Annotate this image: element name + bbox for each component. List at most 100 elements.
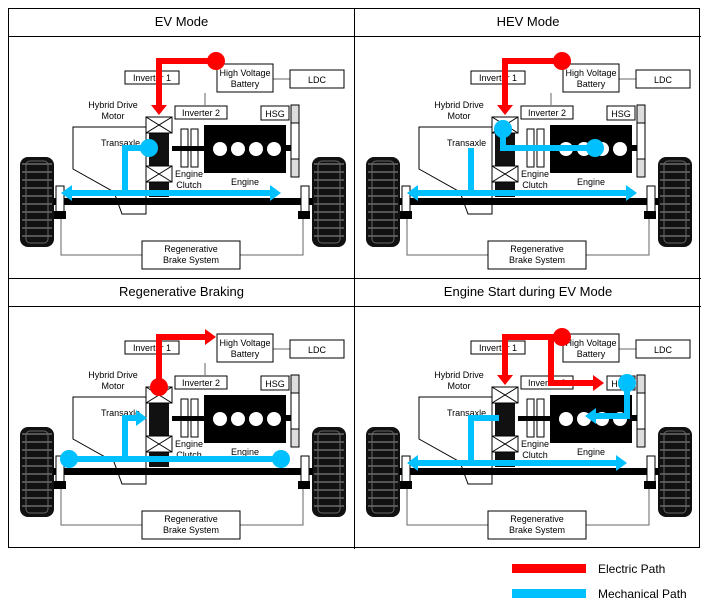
inverter2-label: Inverter 2 xyxy=(182,108,220,118)
electric-path-start-dot xyxy=(207,52,225,70)
electric-path-arrowhead xyxy=(151,105,167,115)
transaxle-label: Transaxle xyxy=(447,138,486,148)
electric-path-start-dot xyxy=(553,52,571,70)
brake-system-box xyxy=(141,510,241,540)
brake-label-line2: Brake System xyxy=(163,525,219,535)
left-brake-caliper xyxy=(54,211,66,219)
right-brake-caliper xyxy=(298,481,310,489)
engine-label: Engine xyxy=(577,177,605,187)
engine-cylinder-3 xyxy=(249,142,263,156)
brake-label-line1: Regenerative xyxy=(510,514,564,524)
left-wheel xyxy=(366,157,400,247)
electric-path-start-dot xyxy=(150,378,168,396)
inverter2-box xyxy=(174,375,228,390)
battery-box xyxy=(562,333,620,363)
ldc-label: LDC xyxy=(308,75,327,85)
left-wheel xyxy=(20,157,54,247)
battery-label-line1: High Voltage xyxy=(565,68,616,78)
electric-path-battery-to-motor xyxy=(156,58,216,105)
panel-title: Engine Start during EV Mode xyxy=(355,279,701,307)
engine-cylinder-1 xyxy=(213,412,227,426)
motor-label-line1: Hybrid Drive xyxy=(434,100,484,110)
panel-title: EV Mode xyxy=(9,9,354,37)
hsg-pulley-top xyxy=(636,374,646,394)
inverter1-label: Inverter 1 xyxy=(479,343,517,353)
hsg-label: HSG xyxy=(611,109,631,119)
brake-wire-left xyxy=(406,484,488,526)
mechanical-path-hsg-to-engine xyxy=(595,383,630,419)
motor-label-line2: Motor xyxy=(447,111,470,121)
motor-upper-x2 xyxy=(491,386,519,404)
drive-axle xyxy=(53,468,313,475)
brake-system-box xyxy=(487,510,587,540)
brake-wire-right xyxy=(585,484,650,526)
clutch-shaft xyxy=(518,416,550,421)
brake-wire-right xyxy=(239,214,304,256)
hsg-pulley-bottom xyxy=(290,158,300,178)
brake-label-line1: Regenerative xyxy=(164,514,218,524)
hsg-pulley-bottom xyxy=(636,158,646,178)
electric-path-battery-to-motor xyxy=(502,58,562,105)
engine-cylinder-1 xyxy=(213,142,227,156)
hsg-label: HSG xyxy=(265,379,285,389)
motor-lower-x2 xyxy=(145,165,173,183)
left-wheel xyxy=(20,427,54,517)
engine-clutch-label-line2: Clutch xyxy=(522,180,548,190)
motor-lower-x2 xyxy=(145,435,173,453)
clutch-shaft xyxy=(172,416,204,421)
drive-axle xyxy=(399,468,659,475)
inverter1-box xyxy=(470,340,526,355)
right-brake-caliper xyxy=(644,211,656,219)
motor-label-line2: Motor xyxy=(101,111,124,121)
engine-cylinder-4 xyxy=(267,142,281,156)
electric-path-battery-to-motor xyxy=(502,334,562,375)
brake-label-line2: Brake System xyxy=(509,255,565,265)
panel-title: HEV Mode xyxy=(355,9,701,37)
transaxle-label: Transaxle xyxy=(101,138,140,148)
mechanical-arrowhead-right xyxy=(626,185,637,201)
right-wheel xyxy=(312,157,346,247)
engine-clutch-label-line1: Engine xyxy=(175,169,203,179)
mechanical-path-engine-arrowhead xyxy=(585,408,596,424)
inverter1-box xyxy=(124,340,180,355)
hsg-pulley-top xyxy=(636,104,646,124)
legend-electric-label: Electric Path xyxy=(598,562,666,576)
motor-label-line2: Motor xyxy=(101,381,124,391)
left-brake-caliper xyxy=(54,481,66,489)
left-brake-caliper xyxy=(400,211,412,219)
mechanical-path-right-dot xyxy=(272,450,290,468)
brake-wire-left xyxy=(406,214,488,256)
engine-clutch-label-line2: Clutch xyxy=(176,180,202,190)
battery-box xyxy=(216,63,274,93)
brake-label-line2: Brake System xyxy=(509,525,565,535)
engine-clutch-label-line1: Engine xyxy=(521,439,549,449)
drive-axle xyxy=(53,198,313,205)
mechanical-arrowhead-left xyxy=(61,185,72,201)
mechanical-path-arrowhead xyxy=(136,410,147,426)
inverter2-box xyxy=(174,105,228,120)
mechanical-path-left-dot xyxy=(60,450,78,468)
inverter2-label: Inverter 2 xyxy=(528,108,566,118)
battery-box xyxy=(562,63,620,93)
engine-cylinder-2 xyxy=(231,412,245,426)
motor-label-line2: Motor xyxy=(447,381,470,391)
left-wheel xyxy=(366,427,400,517)
mechanical-path-to-motor xyxy=(122,415,137,459)
hsg-pulley-bottom xyxy=(636,428,646,448)
right-wheel xyxy=(658,157,692,247)
motor-upper-x2 xyxy=(145,116,173,134)
panel-engine-start: Engine Start during EV Mode Regenerative… xyxy=(355,279,701,549)
mechanical-path-motor-to-axle xyxy=(468,415,499,463)
motor-lower-x2 xyxy=(491,165,519,183)
engine-label: Engine xyxy=(231,447,259,457)
battery-label-line1: High Voltage xyxy=(219,68,270,78)
hsg-box xyxy=(606,105,636,121)
brake-label-line1: Regenerative xyxy=(510,244,564,254)
engine-clutch-label-line2: Clutch xyxy=(176,450,202,460)
